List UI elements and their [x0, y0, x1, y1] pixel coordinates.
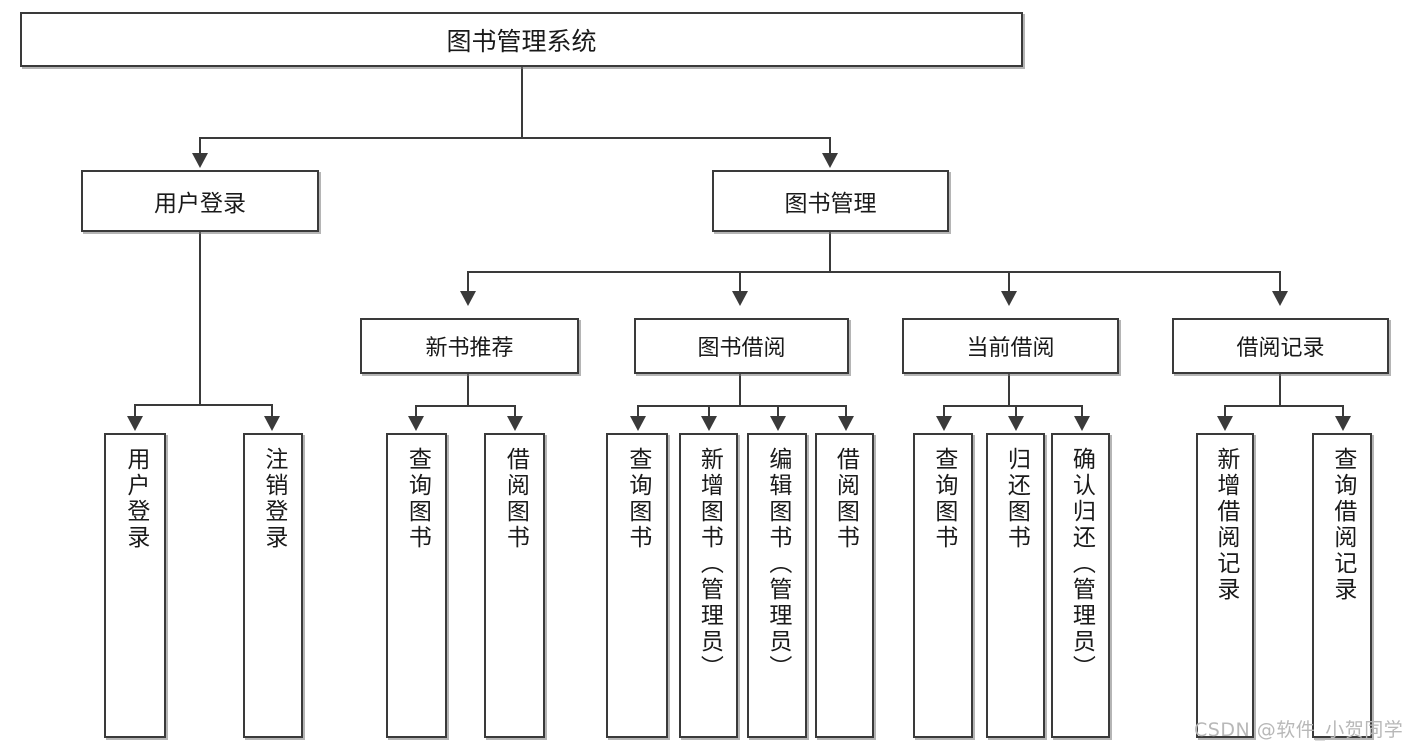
arrowhead-bb-edit-book: [770, 416, 786, 431]
node-borrow-records[interactable]: 借阅记录: [1172, 318, 1389, 374]
leaf-cb-confirm-return[interactable]: 确认归还（管理员）: [1051, 433, 1110, 738]
node-book-management-label: 图书管理: [784, 191, 877, 217]
arrowhead-cb-confirm-return: [1074, 416, 1090, 431]
node-current-borrow[interactable]: 当前借阅: [902, 318, 1119, 374]
leaf-user-login[interactable]: 用户登录: [104, 433, 166, 738]
arrowhead-cb-query-book: [936, 416, 952, 431]
leaf-bb-query-book-label: 查询图书: [624, 447, 651, 551]
connector-to-borrow: [739, 271, 741, 293]
leaf-br-add-record[interactable]: 新增借阅记录: [1196, 433, 1254, 738]
connector-borrow-leaf2: [708, 405, 710, 418]
connector-records-leaf1: [1224, 405, 1226, 418]
connector-to-new-books: [467, 271, 469, 293]
leaf-bb-edit-book-label: 编辑图书（管理员）: [764, 447, 791, 681]
arrowhead-user-login: [192, 153, 208, 168]
node-book-management[interactable]: 图书管理: [712, 170, 949, 232]
connector-to-current-borrow: [1008, 271, 1010, 293]
leaf-cb-confirm-return-label: 确认归还（管理员）: [1068, 447, 1095, 681]
leaf-cb-query-book-label: 查询图书: [930, 447, 957, 551]
arrowhead-bb-query-book: [630, 416, 646, 431]
connector-root-stem: [521, 67, 523, 138]
arrowhead-nb-query-book: [408, 416, 424, 431]
arrowhead-book-mgmt: [822, 153, 838, 168]
arrowhead-current-borrow: [1001, 291, 1017, 306]
leaf-br-query-record-label: 查询借阅记录: [1329, 447, 1356, 603]
connector-borrow-leaf1: [637, 405, 639, 418]
connector-user-login-leaf1: [134, 404, 136, 418]
connector-borrow-leaf4: [845, 405, 847, 418]
connector-book-mgmt-bus: [467, 271, 1281, 273]
node-current-borrow-label: 当前借阅: [966, 336, 1055, 361]
arrowhead-br-query-record: [1335, 416, 1351, 431]
connector-borrow-stem: [739, 374, 741, 406]
leaf-cb-return-book-label: 归还图书: [1003, 447, 1030, 551]
arrowhead-leaf-user-login: [127, 416, 143, 431]
leaf-br-query-record[interactable]: 查询借阅记录: [1312, 433, 1372, 738]
connector-borrow-leaf3: [777, 405, 779, 418]
leaf-br-add-record-label: 新增借阅记录: [1212, 447, 1239, 603]
connector-records-bus: [1224, 405, 1342, 407]
connector-current-leaf3: [1081, 405, 1083, 418]
leaf-nb-query-book-label: 查询图书: [404, 447, 431, 551]
connector-new-books-bus: [415, 405, 514, 407]
arrowhead-leaf-logout: [264, 416, 280, 431]
leaf-nb-borrow-book[interactable]: 借阅图书: [484, 433, 545, 738]
node-book-borrow-label: 图书借阅: [697, 336, 786, 361]
connector-new-books-stem: [467, 374, 469, 406]
leaf-bb-edit-book[interactable]: 编辑图书（管理员）: [747, 433, 807, 738]
arrowhead-borrow: [732, 291, 748, 306]
connector-records-stem: [1279, 374, 1281, 406]
connector-new-books-leaf1: [415, 405, 417, 418]
leaf-bb-query-book[interactable]: 查询图书: [606, 433, 668, 738]
leaf-bb-borrow-book[interactable]: 借阅图书: [815, 433, 874, 738]
connector-root-bus: [199, 137, 831, 139]
leaf-cb-return-book[interactable]: 归还图书: [986, 433, 1045, 738]
arrowhead-bb-borrow-book: [838, 416, 854, 431]
connector-records-leaf2: [1342, 405, 1344, 418]
connector-book-mgmt-stem: [829, 232, 831, 272]
node-user-login[interactable]: 用户登录: [81, 170, 319, 232]
node-root-system[interactable]: 图书管理系统: [20, 12, 1023, 67]
connector-user-login-leaf2: [271, 404, 273, 418]
arrowhead-new-books: [460, 291, 476, 306]
arrowhead-bb-add-book: [701, 416, 717, 431]
connector-current-stem: [1008, 374, 1010, 406]
connector-to-borrow-records: [1279, 271, 1281, 293]
leaf-bb-add-book[interactable]: 新增图书（管理员）: [679, 433, 738, 738]
arrowhead-borrow-records: [1272, 291, 1288, 306]
node-book-borrow[interactable]: 图书借阅: [634, 318, 849, 374]
node-new-book-recommend[interactable]: 新书推荐: [360, 318, 579, 374]
connector-new-books-leaf2: [514, 405, 516, 418]
leaf-bb-add-book-label: 新增图书（管理员）: [696, 447, 723, 681]
leaf-logout[interactable]: 注销登录: [243, 433, 303, 738]
connector-current-leaf2: [1015, 405, 1017, 418]
connector-to-book-mgmt: [829, 137, 831, 155]
connector-current-bus: [943, 405, 1081, 407]
leaf-logout-label: 注销登录: [260, 447, 287, 551]
leaf-bb-borrow-book-label: 借阅图书: [832, 447, 859, 551]
connector-current-leaf1: [943, 405, 945, 418]
node-new-book-recommend-label: 新书推荐: [425, 336, 514, 361]
connector-borrow-bus: [637, 405, 845, 407]
node-borrow-records-label: 借阅记录: [1236, 336, 1325, 361]
arrowhead-br-add-record: [1217, 416, 1233, 431]
leaf-nb-query-book[interactable]: 查询图书: [386, 433, 447, 738]
arrowhead-nb-borrow-book: [507, 416, 523, 431]
leaf-cb-query-book[interactable]: 查询图书: [913, 433, 973, 738]
leaf-nb-borrow-book-label: 借阅图书: [502, 447, 529, 551]
connector-to-user-login: [199, 137, 201, 155]
leaf-user-login-label: 用户登录: [122, 447, 149, 551]
node-user-login-label: 用户登录: [154, 191, 246, 217]
arrowhead-cb-return-book: [1008, 416, 1024, 431]
node-root-label: 图书管理系统: [446, 26, 597, 56]
connector-user-login-bus: [134, 404, 271, 406]
connector-user-login-stem: [199, 232, 201, 404]
